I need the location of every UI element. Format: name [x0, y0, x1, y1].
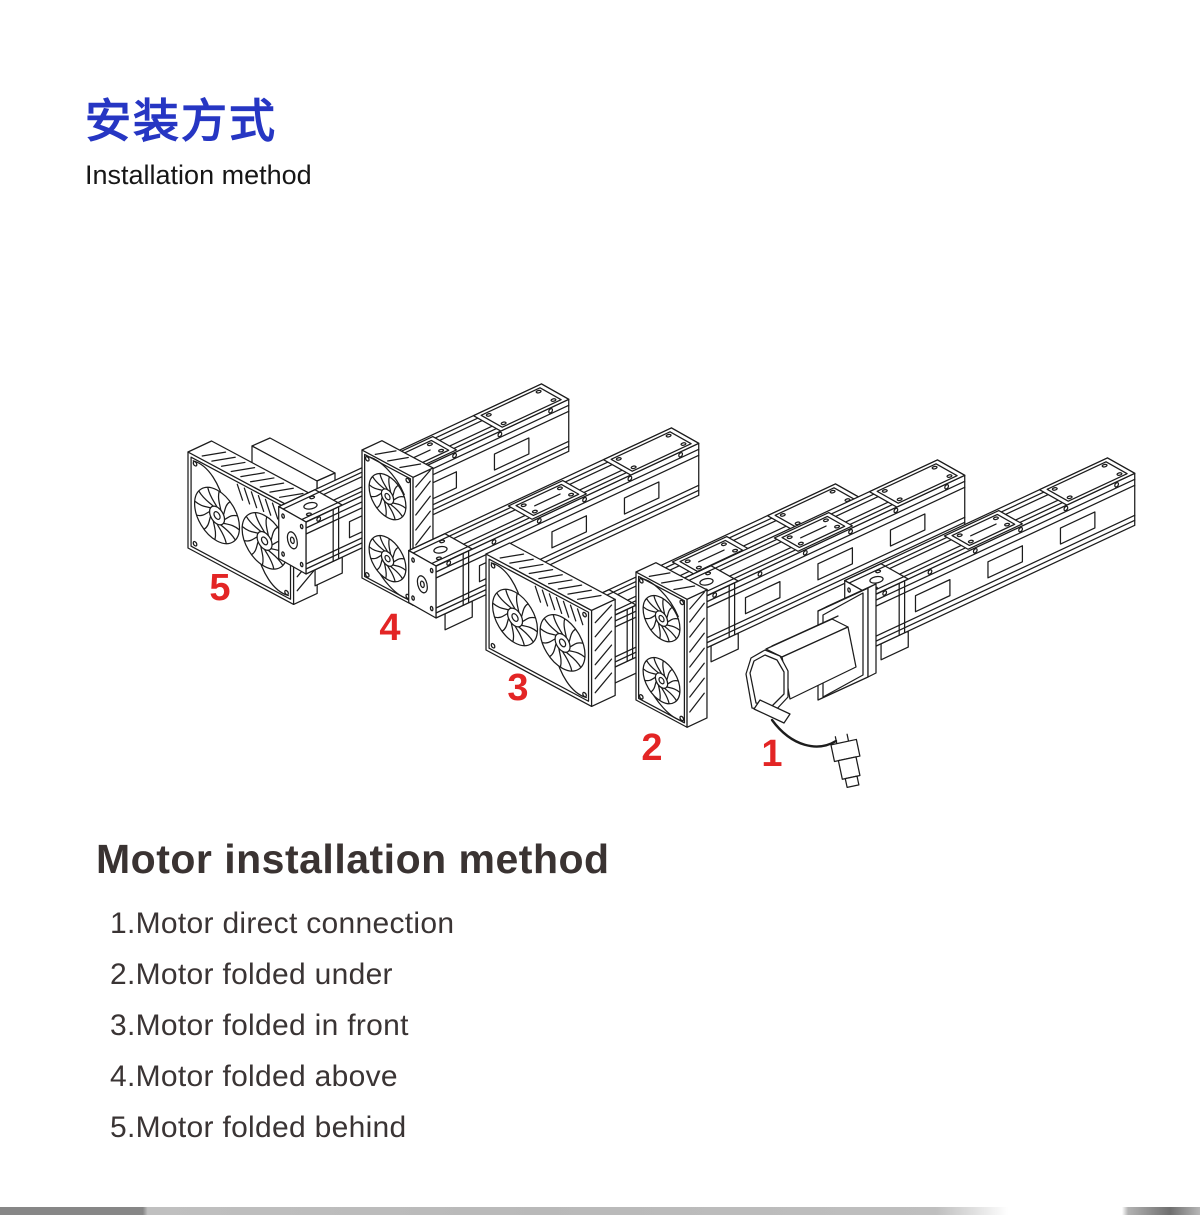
list-item: 2.Motor folded under — [110, 958, 393, 991]
figure-label-3: 3 — [507, 667, 528, 709]
figure-label-5: 5 — [209, 567, 230, 609]
fan-motor-icon — [486, 543, 615, 706]
section-heading: Motor installation method — [96, 836, 610, 882]
motor-cable — [772, 720, 866, 789]
method-list: 1.Motor direct connection 2.Motor folded… — [110, 898, 454, 1153]
actuator-unit-1 — [746, 457, 1136, 789]
next-section-edge — [0, 1207, 1200, 1215]
list-item: 4.Motor folded above — [110, 1060, 398, 1093]
actuator-unit-5 — [188, 383, 570, 604]
fan-motor-icon — [636, 563, 707, 728]
figure-label-4: 4 — [379, 607, 400, 649]
page-title-zh: 安装方式 — [85, 95, 277, 147]
list-item: 5.Motor folded behind — [110, 1111, 407, 1144]
list-item: 3.Motor folded in front — [110, 1009, 409, 1042]
page-subtitle-en: Installation method — [85, 160, 312, 190]
direct-motor — [746, 584, 876, 723]
figure-label-1: 1 — [761, 733, 782, 775]
list-item: 1.Motor direct connection — [110, 907, 455, 940]
figure-label-2: 2 — [641, 727, 662, 769]
